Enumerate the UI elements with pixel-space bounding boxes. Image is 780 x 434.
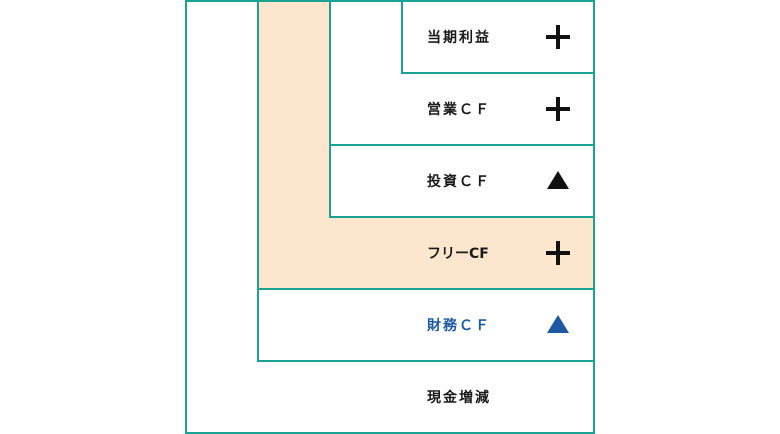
plus-icon xyxy=(546,241,570,265)
triangle-icon xyxy=(547,315,569,333)
row-net-income: 当期利益 xyxy=(0,1,780,73)
investing-cf-label: 投資ＣＦ xyxy=(427,174,491,190)
financing-cf-label: 財務ＣＦ xyxy=(427,318,491,334)
cash-change-label: 現金増減 xyxy=(427,390,491,406)
separator-line xyxy=(257,288,595,290)
plus-icon xyxy=(546,25,570,49)
separator-line xyxy=(329,144,595,146)
plus-icon xyxy=(546,97,570,121)
row-free-cf: フリーCF xyxy=(0,217,780,289)
row-operating-cf: 営業ＣＦ xyxy=(0,73,780,145)
row-investing-cf: 投資ＣＦ xyxy=(0,145,780,217)
free-cf-highlight-vertical xyxy=(259,2,330,288)
row-financing-cf: 財務ＣＦ xyxy=(0,289,780,361)
row-cash-change: 現金増減 xyxy=(0,361,780,433)
net-income-box xyxy=(401,0,595,74)
triangle-icon xyxy=(547,171,569,189)
operating-cf-label: 営業ＣＦ xyxy=(427,102,491,118)
free-cf-label: フリーCF xyxy=(427,246,489,262)
net-income-label: 当期利益 xyxy=(427,30,491,46)
